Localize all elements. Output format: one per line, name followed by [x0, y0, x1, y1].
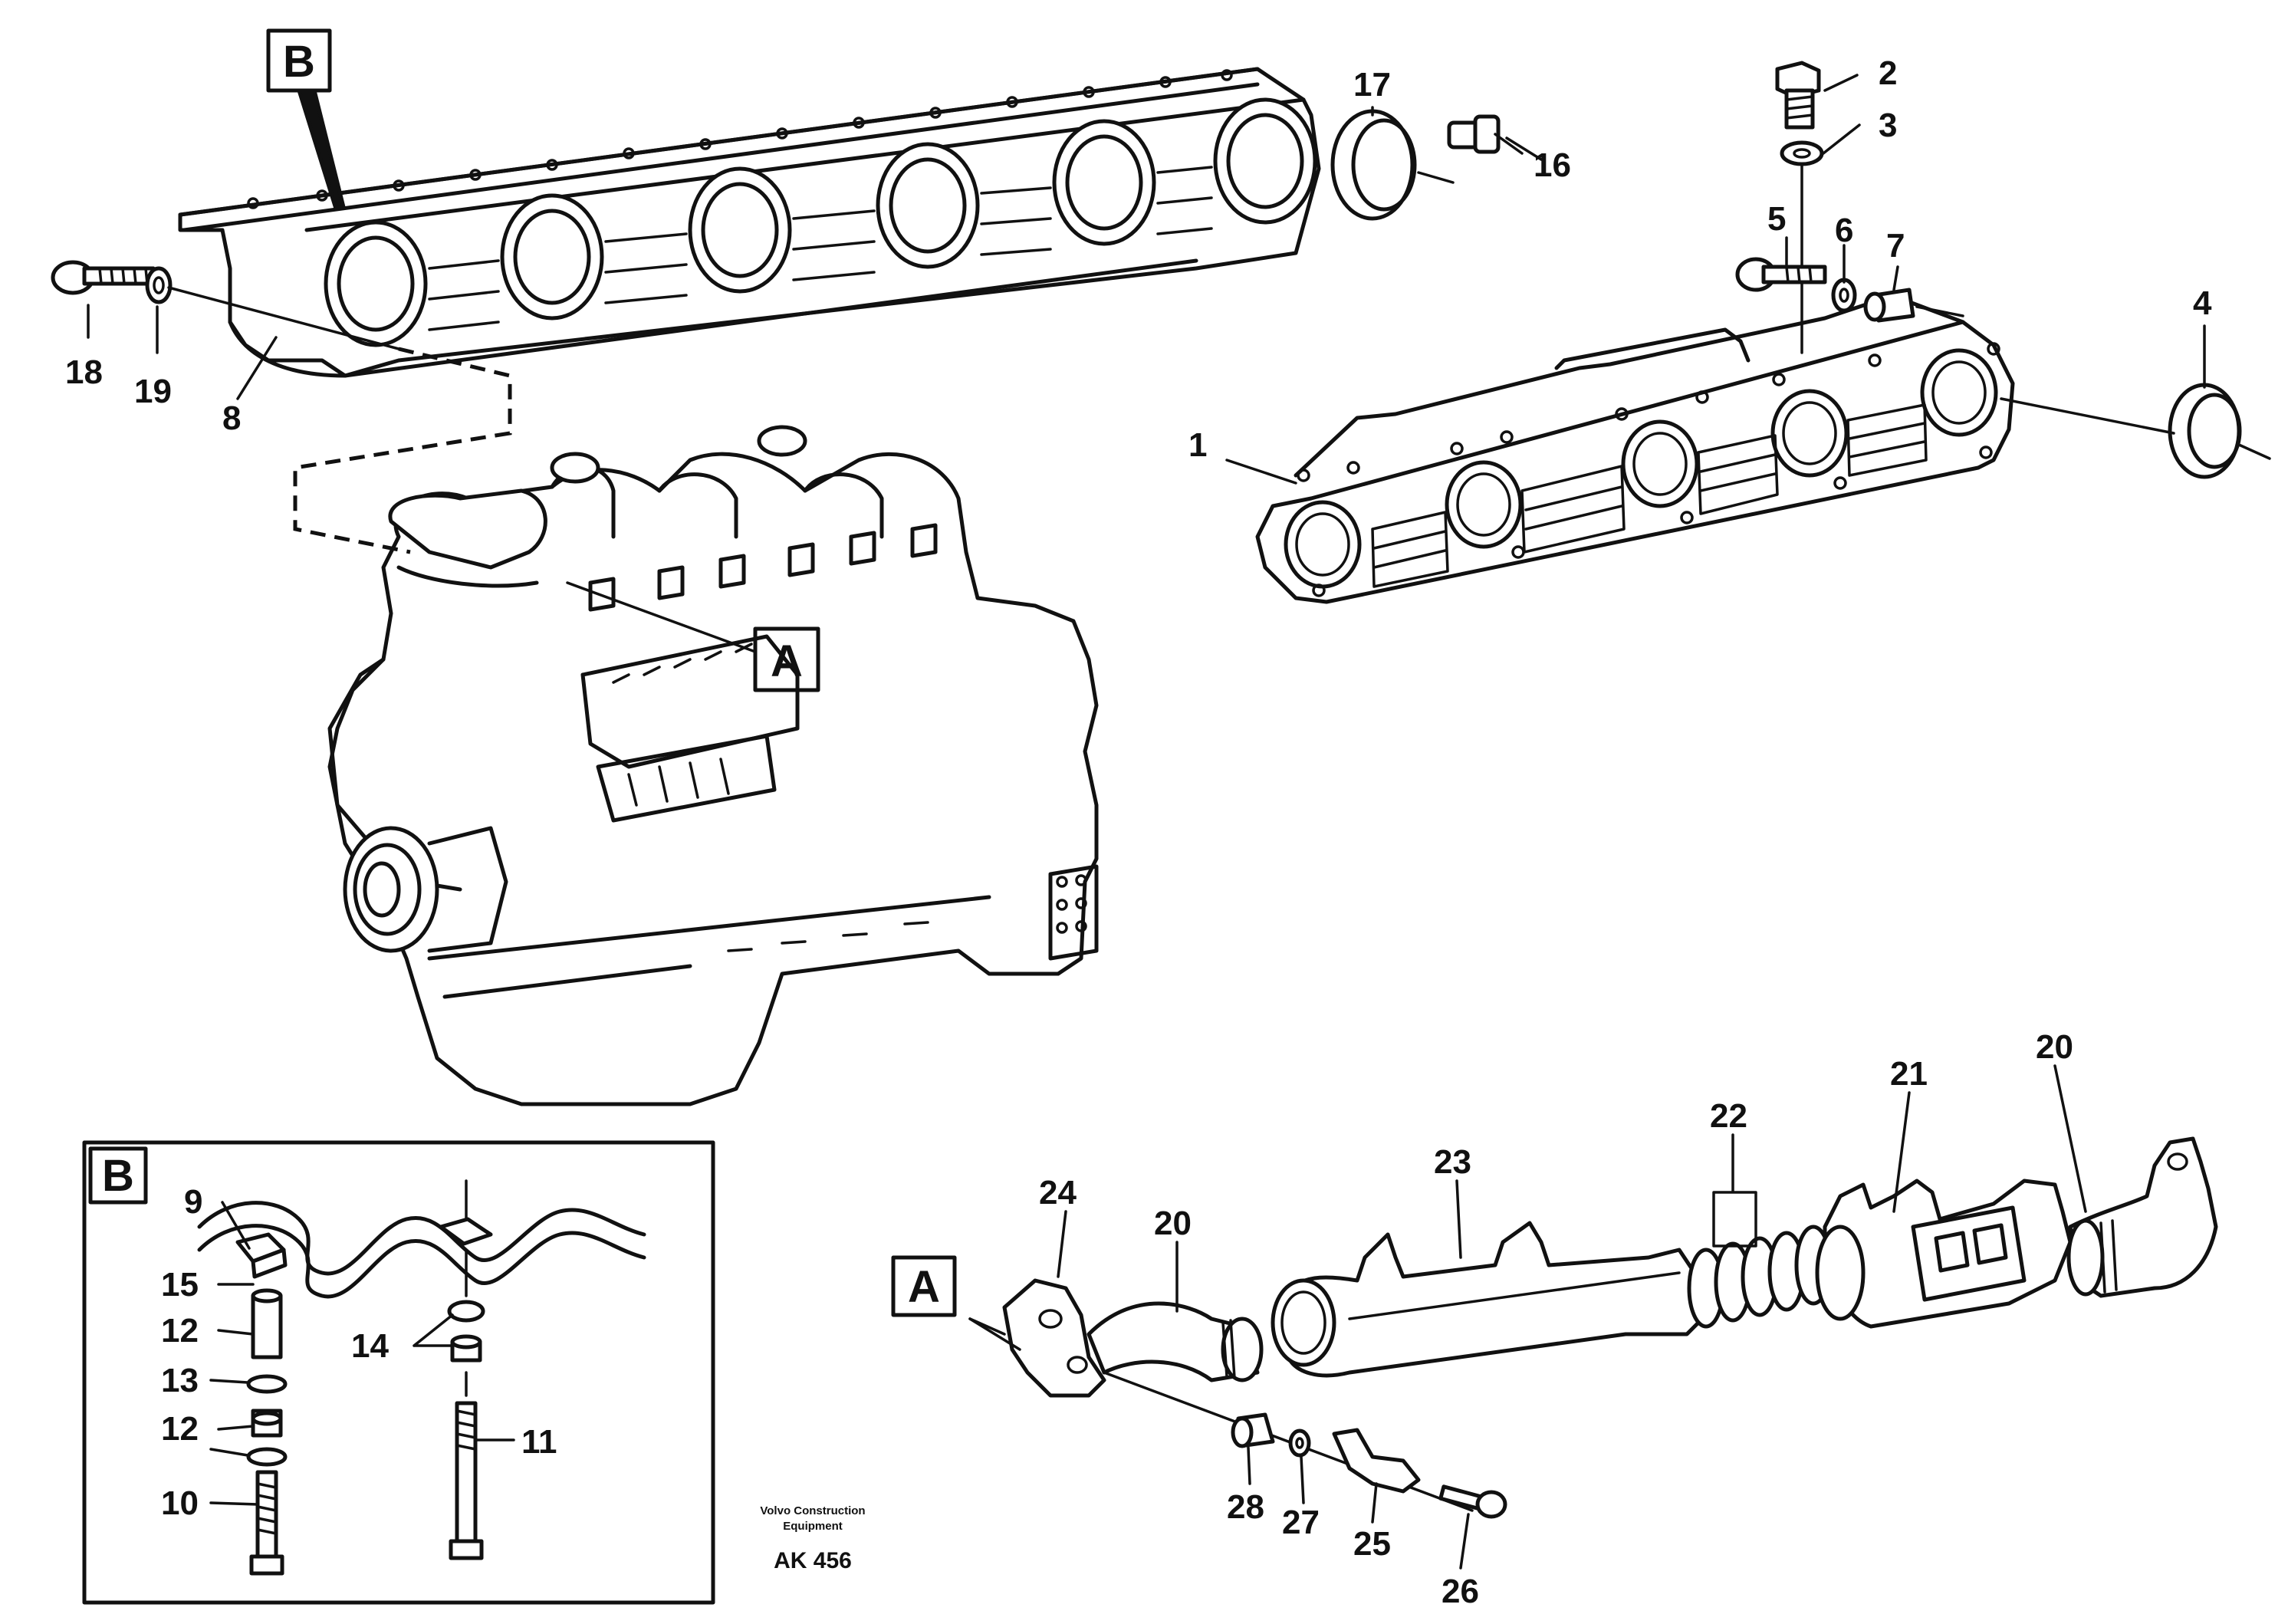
drawing-code: AK 456	[774, 1548, 852, 1573]
svg-text:B: B	[283, 37, 315, 87]
exhaust-pipe-assembly	[968, 1136, 2218, 1519]
bolt-part-5	[1735, 257, 1827, 292]
callout-17: 17	[1353, 66, 1391, 104]
bolt-part-18	[51, 260, 156, 295]
view-label-a-top: A	[753, 626, 820, 692]
exhaust-manifold-part-1	[1255, 297, 2015, 604]
callout-4: 4	[2193, 284, 2212, 322]
callout-26: 26	[1442, 1573, 1479, 1610]
callout-19: 19	[134, 373, 172, 410]
washer-part-3	[1780, 140, 1824, 354]
bracket-part-25	[1332, 1428, 1421, 1494]
view-label-b-inset: B	[88, 1146, 148, 1205]
callout-23: 23	[1434, 1143, 1471, 1181]
sealing-rings-part-22	[1687, 1225, 1833, 1329]
engine-block-illustration	[327, 425, 1099, 1106]
spacer-part-28	[1231, 1412, 1275, 1448]
leader-lines	[87, 74, 2206, 1570]
callout-22: 22	[1710, 1097, 1747, 1135]
callout-7: 7	[1886, 227, 1905, 265]
callout-1: 1	[1188, 426, 1207, 464]
callout-25: 25	[1353, 1525, 1391, 1563]
callout-20a: 20	[1154, 1205, 1192, 1242]
callout-16: 16	[1534, 146, 1571, 184]
svg-text:A: A	[908, 1262, 940, 1312]
callout-14: 14	[351, 1327, 389, 1365]
callout-27: 27	[1282, 1504, 1320, 1541]
company-name-line2: Equipment	[783, 1520, 843, 1533]
bolt-part-2	[1775, 61, 1821, 130]
svg-text:A: A	[771, 636, 803, 686]
seal-ring-part-4	[2000, 383, 2271, 479]
callout-12b: 12	[161, 1410, 199, 1448]
callout-15: 15	[161, 1266, 199, 1303]
callout-8: 8	[222, 399, 241, 437]
callout-28: 28	[1227, 1488, 1264, 1526]
callout-6: 6	[1835, 212, 1853, 249]
callout-numbers: 2 3 5 6 7 4 1 17 16 18 19 8 9 15 12 13 1…	[65, 54, 2212, 1610]
company-name-line1: Volvo Construction	[760, 1504, 865, 1517]
seal-ring-part-17	[1330, 109, 1455, 221]
callout-12a: 12	[161, 1312, 199, 1349]
manifold-cover-part-8	[178, 67, 1321, 378]
plug-part-16	[1447, 114, 1524, 155]
callout-9: 9	[184, 1183, 202, 1221]
view-label-a-bottom: A	[891, 1255, 957, 1317]
callout-10: 10	[161, 1484, 199, 1522]
washer-part-27	[1288, 1428, 1311, 1458]
view-label-b-top: B	[266, 28, 346, 211]
callout-3: 3	[1879, 107, 1897, 144]
bolt-part-26	[1438, 1484, 1507, 1519]
callout-24: 24	[1039, 1174, 1077, 1211]
detail-inset-b	[82, 1140, 715, 1605]
svg-text:B: B	[102, 1151, 134, 1201]
washer-part-19	[145, 266, 173, 304]
callout-20b: 20	[2036, 1028, 2073, 1066]
callout-2: 2	[1879, 54, 1897, 92]
callout-21: 21	[1890, 1055, 1928, 1093]
cover-ports	[324, 97, 1317, 347]
callout-5: 5	[1767, 200, 1786, 238]
callout-18: 18	[65, 353, 103, 391]
callout-13: 13	[161, 1362, 199, 1399]
drawing-footer: Volvo Construction Equipment AK 456	[760, 1504, 865, 1573]
spacer-part-7	[1863, 288, 1964, 323]
callout-11: 11	[521, 1423, 557, 1461]
washer-part-6	[1831, 278, 1857, 313]
